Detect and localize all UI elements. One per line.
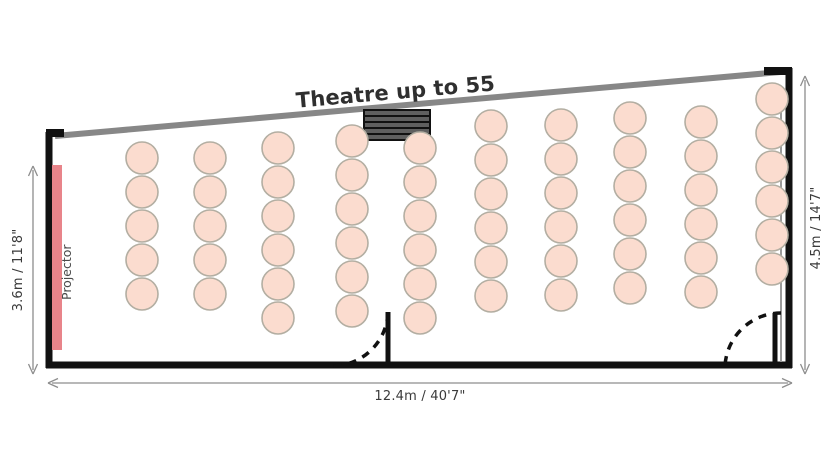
seat[interactable] [474,245,508,279]
dimension-right-arrow-bottom [799,363,811,375]
seat[interactable] [125,243,159,277]
door-center[interactable] [331,312,391,368]
seat[interactable] [335,124,369,158]
seat[interactable] [755,218,789,252]
seat[interactable] [403,131,437,165]
seat[interactable] [755,184,789,218]
seat[interactable] [755,252,789,286]
corner-top-right [764,67,792,75]
seat-column [125,141,159,311]
seat[interactable] [684,105,718,139]
seat[interactable] [755,116,789,150]
seat[interactable] [125,277,159,311]
seat[interactable] [613,169,647,203]
seat[interactable] [755,82,789,116]
seat[interactable] [613,271,647,305]
seat[interactable] [403,233,437,267]
dimension-bottom-arrow-right [781,377,793,389]
projector-screen[interactable]: Projector [52,165,74,350]
seat[interactable] [684,207,718,241]
seat[interactable] [261,131,295,165]
room-walls [45,67,793,369]
seat[interactable] [544,210,578,244]
seat-column [335,124,369,328]
seat[interactable] [544,176,578,210]
seat[interactable] [193,175,227,209]
seat-column [684,105,718,309]
seat-column [544,108,578,312]
seat[interactable] [684,139,718,173]
seat[interactable] [335,294,369,328]
seat-column [403,131,437,335]
seat[interactable] [403,199,437,233]
seat[interactable] [125,209,159,243]
dimension-right-label: 4.5m / 14'7" [809,187,824,270]
seat[interactable] [613,203,647,237]
seat[interactable] [544,142,578,176]
seat[interactable] [613,135,647,169]
seat[interactable] [474,177,508,211]
av-unit-hatching [364,115,430,135]
seat[interactable] [403,267,437,301]
wall-top-angled [54,68,793,139]
seat[interactable] [403,301,437,335]
seat[interactable] [335,192,369,226]
dimension-left-arrow-top [27,165,39,177]
seat[interactable] [125,141,159,175]
seat[interactable] [193,141,227,175]
dimension-right: 4.5m / 14'7" [799,75,824,375]
seat[interactable] [403,165,437,199]
seat[interactable] [261,301,295,335]
dimension-bottom: 12.4m / 40'7" [47,377,793,404]
seat[interactable] [193,209,227,243]
seat[interactable] [125,175,159,209]
door-right[interactable] [723,311,782,367]
projector-bar[interactable] [52,165,62,350]
seat[interactable] [261,267,295,301]
seat[interactable] [613,237,647,271]
seat[interactable] [474,279,508,313]
projector-label: Projector [59,244,74,300]
seat[interactable] [335,226,369,260]
seat[interactable] [684,275,718,309]
dimension-bottom-arrow-left [47,377,59,389]
seat[interactable] [335,260,369,294]
seat[interactable] [544,244,578,278]
dimension-right-arrow-top [799,75,811,87]
seat[interactable] [261,165,295,199]
seat-grid [125,82,789,335]
seat[interactable] [755,150,789,184]
seat-column [261,131,295,335]
dimension-left-label: 3.6m / 11'8" [11,229,26,312]
seat[interactable] [193,243,227,277]
dimension-left: 3.6m / 11'8" [11,165,39,375]
seat-column [193,141,227,311]
seat[interactable] [335,158,369,192]
seat[interactable] [544,278,578,312]
seat[interactable] [684,173,718,207]
seat[interactable] [193,277,227,311]
seat-column [474,109,508,313]
seat[interactable] [474,211,508,245]
seat-column [613,101,647,305]
seat[interactable] [261,199,295,233]
corner-top-left [46,129,64,137]
dimension-bottom-label: 12.4m / 40'7" [374,389,465,404]
seat[interactable] [474,143,508,177]
dimension-left-arrow-bottom [27,363,39,375]
seat[interactable] [261,233,295,267]
seat-column [755,82,789,286]
seat[interactable] [474,109,508,143]
seat[interactable] [684,241,718,275]
seat[interactable] [544,108,578,142]
seat[interactable] [613,101,647,135]
